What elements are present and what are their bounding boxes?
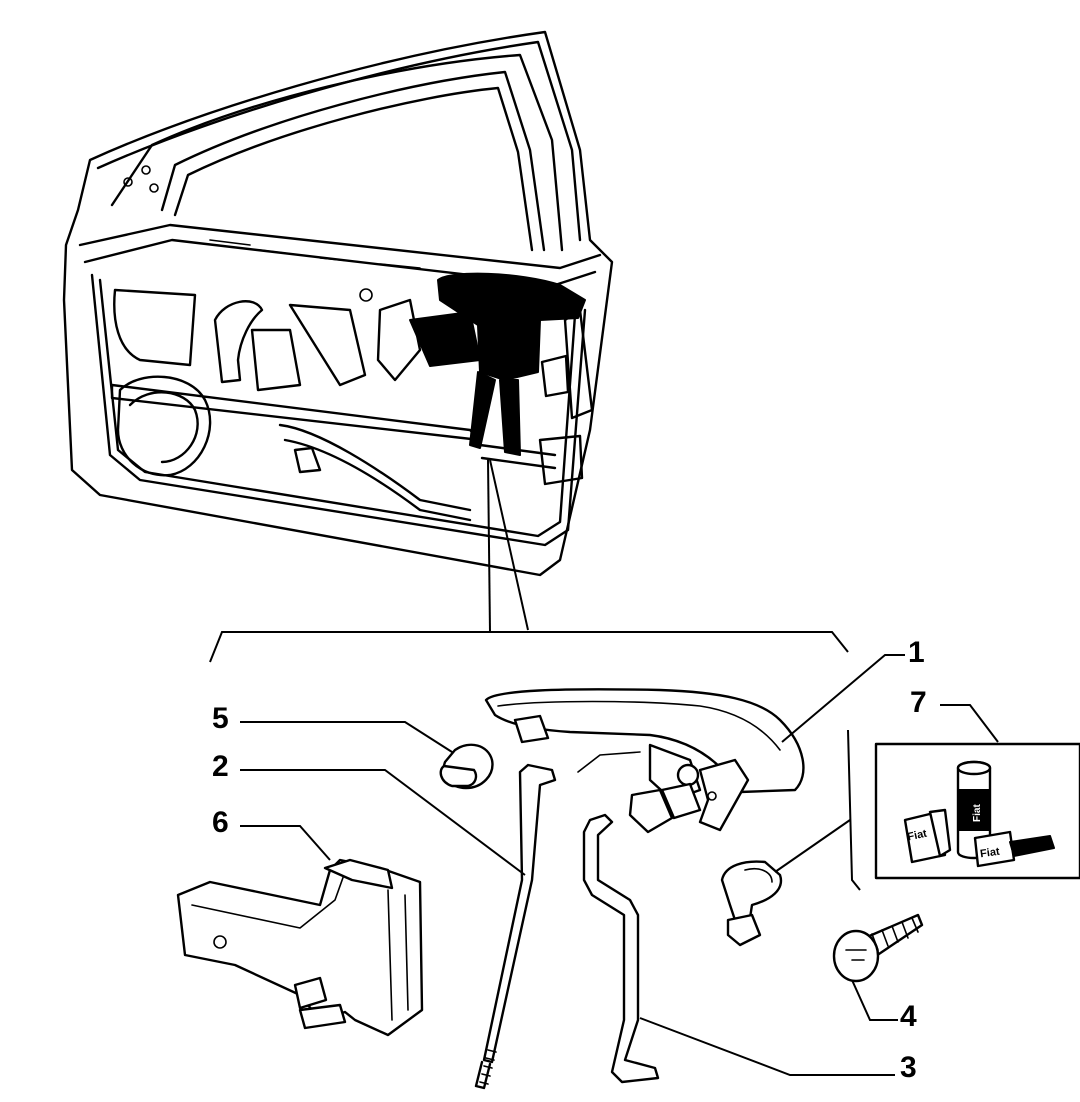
kit-label-1: Fiat bbox=[906, 828, 928, 844]
part-6-bracket bbox=[176, 858, 424, 1037]
door-assembly bbox=[62, 30, 614, 633]
retaining-clip bbox=[720, 860, 783, 947]
leader-1 bbox=[781, 654, 905, 743]
part-7-kit: Fiat Fiat Fiat bbox=[874, 742, 1080, 880]
group-bracket bbox=[209, 631, 849, 663]
leader-7 bbox=[940, 704, 999, 743]
leader-5 bbox=[240, 721, 453, 753]
callout-4: 4 bbox=[900, 1000, 917, 1033]
part-3-rod bbox=[582, 813, 660, 1084]
callout-6: 6 bbox=[212, 806, 229, 839]
kit-label-3: Fiat bbox=[979, 846, 1000, 861]
leader-3 bbox=[639, 1017, 895, 1076]
callout-5: 5 bbox=[212, 702, 229, 735]
callout-1: 1 bbox=[908, 636, 925, 669]
leader-clip bbox=[774, 819, 851, 873]
leader-2 bbox=[240, 769, 526, 876]
kit-label-2: Fiat bbox=[972, 804, 983, 822]
part-5-grommet bbox=[439, 743, 494, 790]
callout-3: 3 bbox=[900, 1051, 917, 1084]
part-4-screw bbox=[832, 913, 924, 983]
part-1-outer-handle bbox=[484, 688, 805, 834]
callout-2: 2 bbox=[212, 750, 229, 783]
leader-4 bbox=[851, 979, 898, 1021]
leader-clip-2 bbox=[847, 729, 861, 891]
callout-7: 7 bbox=[910, 686, 927, 719]
part-2-rod bbox=[474, 763, 557, 1090]
leader-6 bbox=[240, 825, 331, 861]
